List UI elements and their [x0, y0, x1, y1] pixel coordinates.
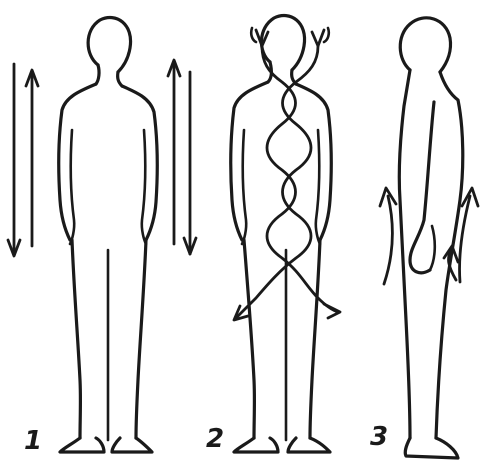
figure-3-left-curved-arrow	[380, 188, 396, 284]
figure-1-front-body	[59, 18, 158, 452]
figure-2-bottom-right-arrowhead	[324, 304, 340, 318]
figure-1-right-up-arrow	[168, 60, 180, 244]
figure-2-label: 2	[206, 424, 224, 454]
figure-1-left-down-arrow	[8, 64, 20, 256]
figure-2-top-right-arrowhead	[312, 28, 329, 46]
figure-3-side-body	[399, 18, 463, 458]
figure-3-right-curved-arrow	[459, 188, 478, 282]
figure-1-label: 1	[24, 426, 42, 456]
figure-3-label: 3	[370, 422, 388, 452]
figure-1-right-down-arrow	[184, 72, 196, 254]
figure-2-top-left-arrowhead	[251, 28, 268, 46]
figure-1-left-up-arrow	[26, 70, 38, 246]
